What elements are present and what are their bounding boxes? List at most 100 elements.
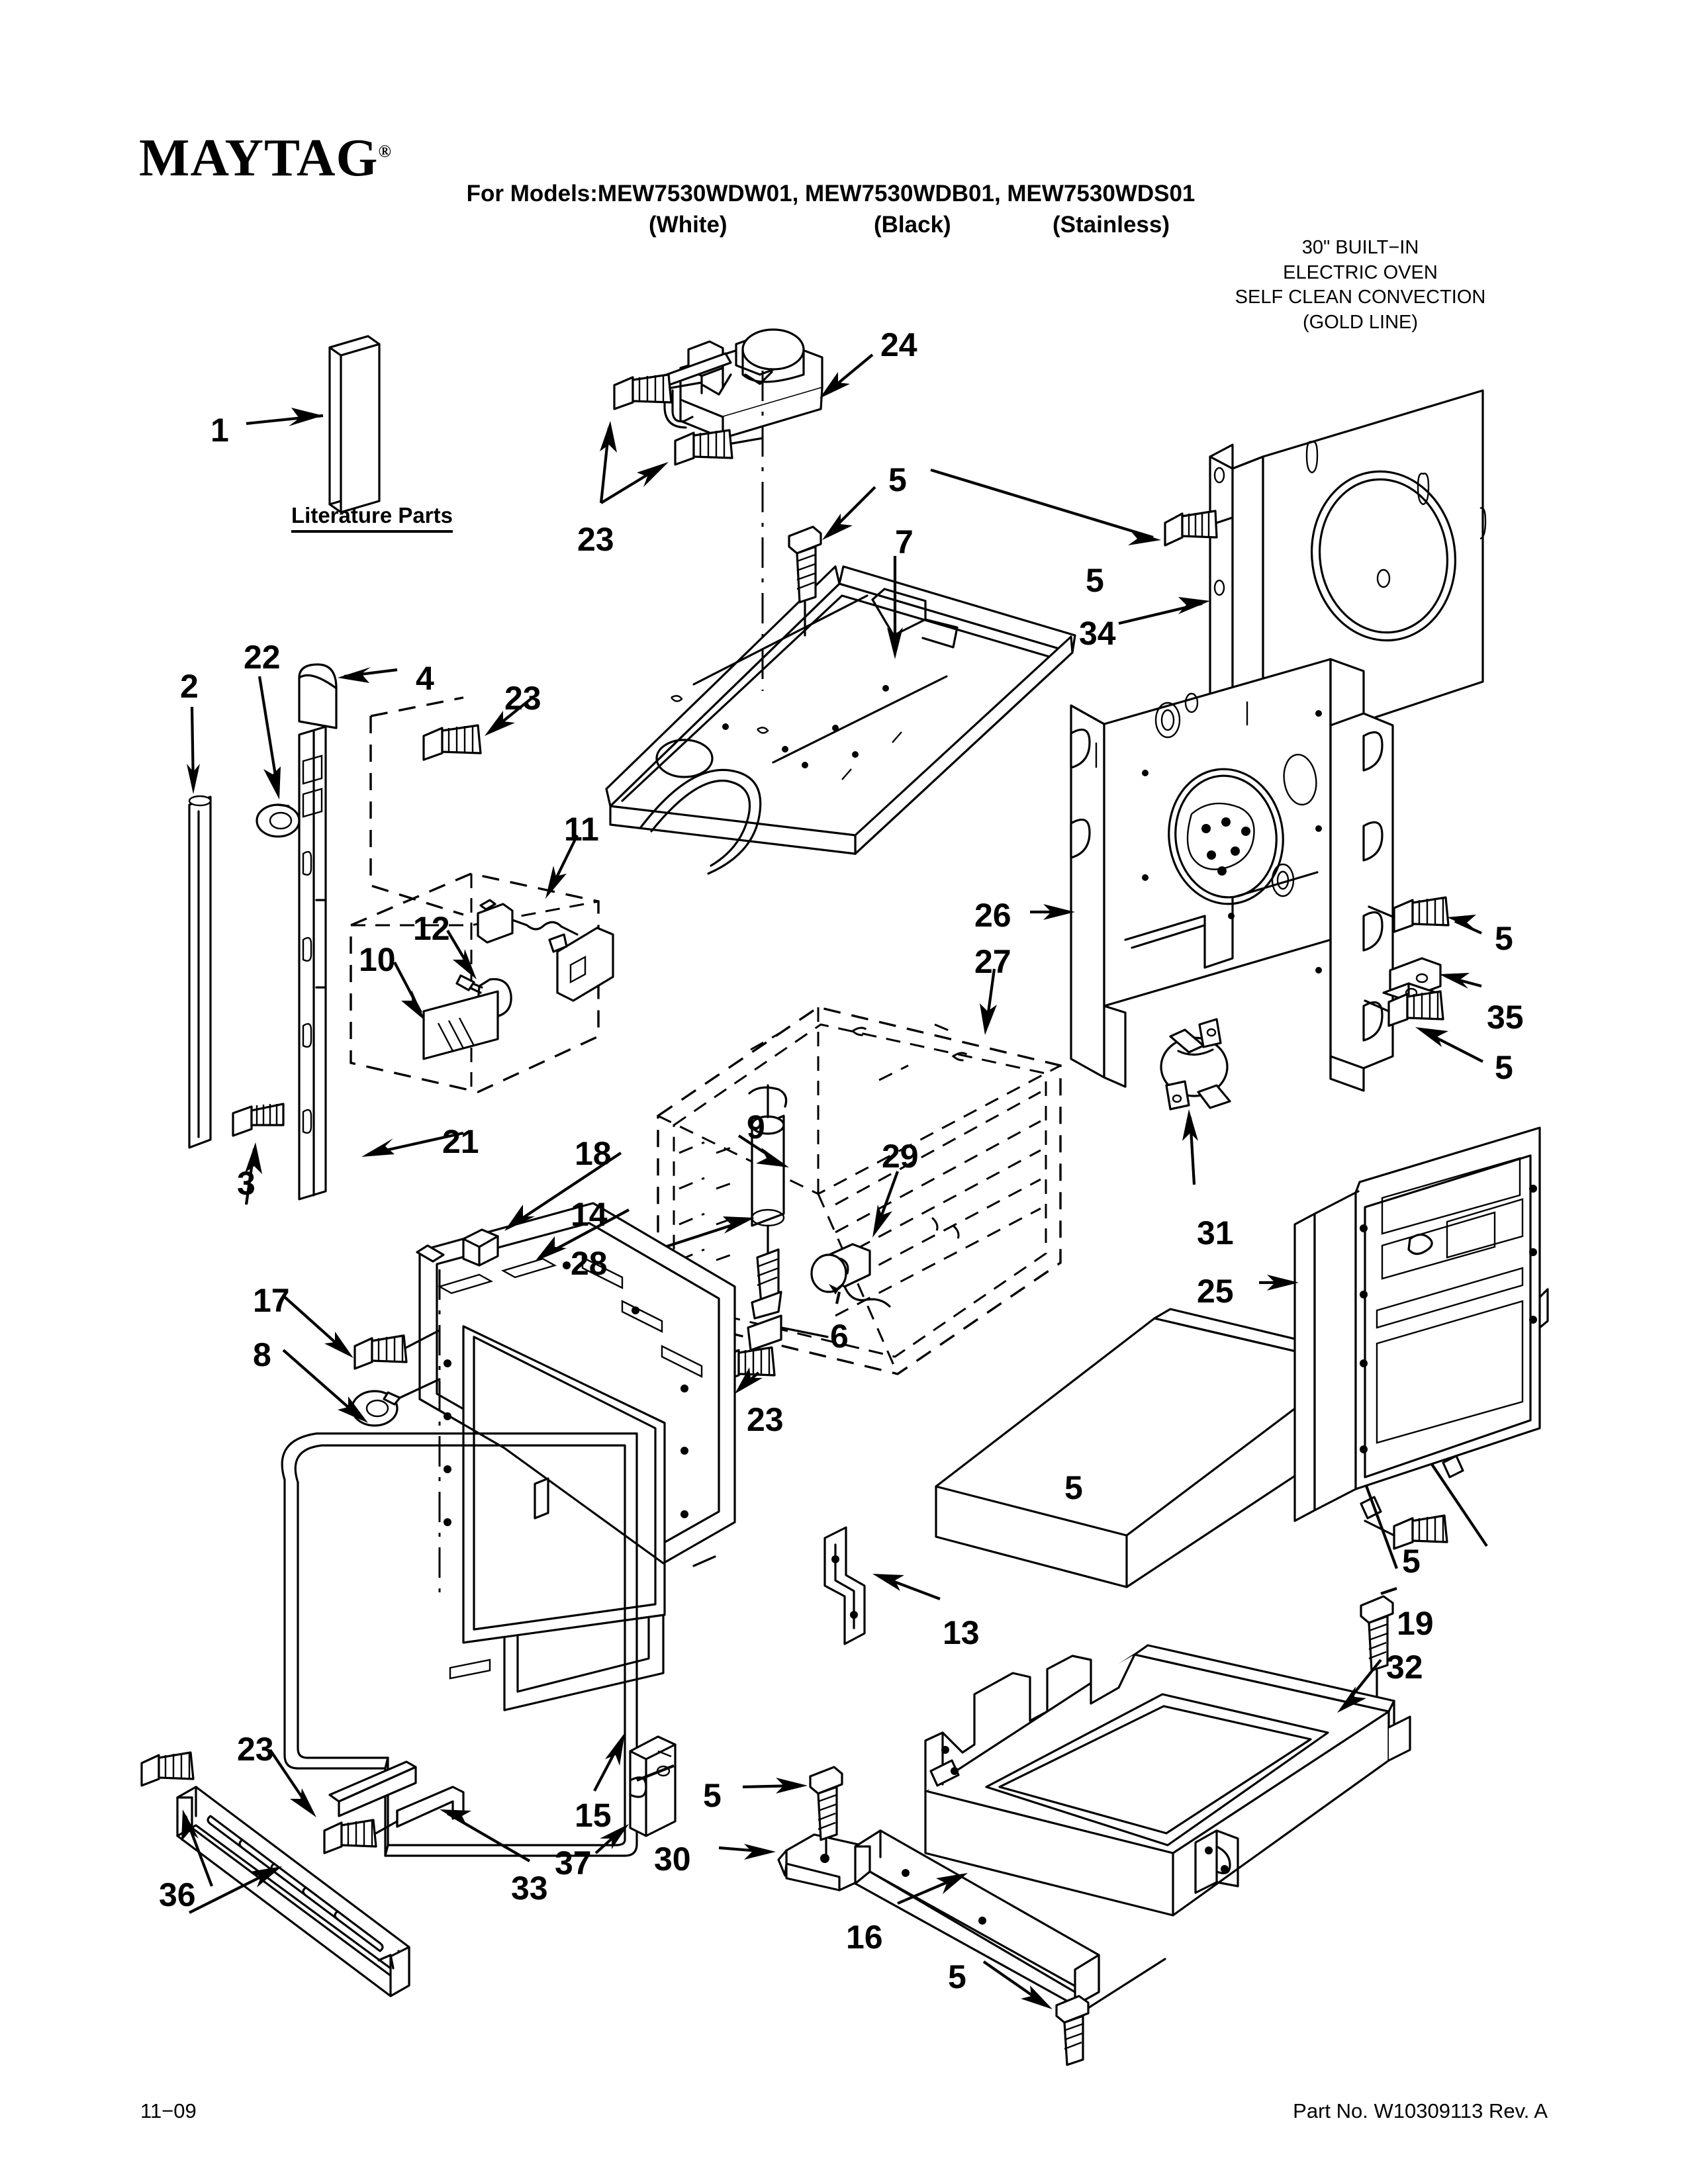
callout-number-5: 5 xyxy=(1495,920,1513,957)
part-gasket-bracket xyxy=(629,1735,677,1837)
part-light-bulb xyxy=(455,974,512,1019)
product-line-1: 30" BUILT−IN xyxy=(1301,237,1419,258)
part-literature-booklet xyxy=(328,335,381,514)
part-screw-light xyxy=(422,724,482,761)
part-retainer-clip xyxy=(777,1833,883,1891)
callout-number-34: 34 xyxy=(1079,615,1116,652)
callout-number-27: 27 xyxy=(974,943,1011,980)
footer-date-code: 11−09 xyxy=(140,2099,197,2122)
part-screw-top-panel xyxy=(788,525,822,637)
footer-part-number: Part No. W10309113 Rev. A xyxy=(1293,2099,1548,2122)
part-oven-cavity xyxy=(657,1006,1062,1375)
callout-number-29: 29 xyxy=(882,1138,919,1175)
part-light-housing-outline xyxy=(369,696,464,916)
part-screw-lock-upper xyxy=(613,373,703,410)
callout-number-31: 31 xyxy=(1197,1214,1234,1251)
callout-number-23: 23 xyxy=(504,680,541,717)
callout-number-9: 9 xyxy=(747,1109,765,1146)
part-end-cap xyxy=(298,663,338,729)
callout-number-14: 14 xyxy=(571,1196,608,1233)
callout-number-36: 36 xyxy=(159,1876,196,1913)
callout-number-30: 30 xyxy=(654,1841,691,1878)
part-door-lock-motor-assembly xyxy=(658,328,823,439)
product-line-2: ELECTRIC OVEN xyxy=(1283,261,1438,283)
callout-number-22: 22 xyxy=(244,639,281,676)
callout-number-3: 3 xyxy=(237,1165,256,1202)
part-screw-trim xyxy=(323,1819,399,1854)
callout-number-5: 5 xyxy=(1402,1543,1421,1580)
model-numbers-line: For Models:MEW7530WDW01, MEW7530WDB01, M… xyxy=(466,181,1196,206)
callout-number-25: 25 xyxy=(1197,1273,1234,1310)
registered-trademark-icon: ® xyxy=(378,142,392,161)
callout-number-15: 15 xyxy=(575,1797,612,1834)
callout-number-1: 1 xyxy=(211,412,229,449)
callout-number-21: 21 xyxy=(442,1123,479,1160)
callout-number-37: 37 xyxy=(555,1844,592,1882)
callout-number-19: 19 xyxy=(1397,1605,1434,1642)
part-screw-pan xyxy=(1055,1958,1166,2066)
part-screw-lock-lower xyxy=(674,429,764,466)
part-spacer-nut xyxy=(462,1228,499,1267)
part-screw-rail-lower xyxy=(232,1103,285,1137)
product-line-4: (GOLD LINE) xyxy=(1302,312,1419,334)
callout-number-35: 35 xyxy=(1487,999,1524,1036)
callout-number-17: 17 xyxy=(253,1282,290,1319)
part-screw-side-panel xyxy=(1164,510,1234,547)
part-cavity-plug xyxy=(810,1253,849,1293)
part-rear-panel xyxy=(1070,658,1394,1092)
callout-number-12: 12 xyxy=(413,910,450,947)
part-vent-grille-trim xyxy=(176,1786,410,1997)
callout-number-5: 5 xyxy=(888,461,907,498)
part-right-side-panel xyxy=(1293,1126,1549,1522)
part-side-rail xyxy=(298,725,327,1201)
callout-number-28: 28 xyxy=(571,1245,608,1282)
callout-number-5: 5 xyxy=(948,1958,966,1995)
part-bottom-pan xyxy=(924,1644,1411,1917)
callout-number-32: 32 xyxy=(1386,1649,1423,1686)
brand-name: MAYTAG xyxy=(139,128,379,187)
part-oven-light-assembly-box xyxy=(350,872,600,1093)
part-light-lens xyxy=(422,990,499,1060)
part-grommet-bushing xyxy=(256,803,301,838)
callout-number-5: 5 xyxy=(703,1777,722,1814)
callout-number-33: 33 xyxy=(511,1870,548,1907)
part-door-handle-rod xyxy=(188,795,212,1149)
part-screw-clip xyxy=(809,1766,843,1862)
callout-number-4: 4 xyxy=(416,660,434,697)
part-screw-grille xyxy=(140,1751,195,1787)
callout-number-13: 13 xyxy=(943,1614,980,1651)
maytag-logo: MAYTAG® xyxy=(139,131,392,185)
callout-number-10: 10 xyxy=(359,941,396,978)
literature-parts-label: Literature Parts xyxy=(291,503,453,533)
part-wire-clamp xyxy=(1382,957,1442,1003)
callout-number-11: 11 xyxy=(564,811,599,848)
callout-number-5: 5 xyxy=(1495,1049,1513,1086)
callout-number-16: 16 xyxy=(846,1919,883,1956)
product-description: 30" BUILT−IN ELECTRIC OVEN SELF CLEAN CO… xyxy=(1185,236,1536,336)
part-temperature-sensor xyxy=(817,1243,891,1308)
part-top-cover-plate xyxy=(935,1308,1360,1588)
callout-number-26: 26 xyxy=(974,897,1011,934)
callout-number-2: 2 xyxy=(180,668,199,705)
part-thermal-switch xyxy=(1160,1018,1231,1111)
callout-number-6: 6 xyxy=(830,1318,849,1355)
part-door-gasket xyxy=(281,1432,638,1857)
part-screw-rear-upper xyxy=(1368,896,1450,933)
part-mounting-bracket xyxy=(823,1526,866,1645)
part-screw-frame xyxy=(353,1329,441,1370)
color-black-label: (Black) xyxy=(874,212,951,238)
part-screw-rear-lower xyxy=(1364,990,1444,1027)
color-stainless-label: (Stainless) xyxy=(1053,212,1170,238)
part-trim-strip xyxy=(328,1760,465,1828)
callout-number-7: 7 xyxy=(895,523,914,561)
part-light-socket-and-wire xyxy=(477,899,614,1002)
part-lower-trim xyxy=(854,1829,1100,2007)
part-top-panel xyxy=(605,565,1076,875)
callout-number-5: 5 xyxy=(1064,1469,1083,1506)
part-grommet xyxy=(351,1378,441,1427)
callout-number-23: 23 xyxy=(237,1731,274,1768)
product-line-3: SELF CLEAN CONVECTION xyxy=(1235,287,1486,308)
callout-number-23: 23 xyxy=(577,521,614,558)
part-screw-cavity xyxy=(719,1325,776,1383)
